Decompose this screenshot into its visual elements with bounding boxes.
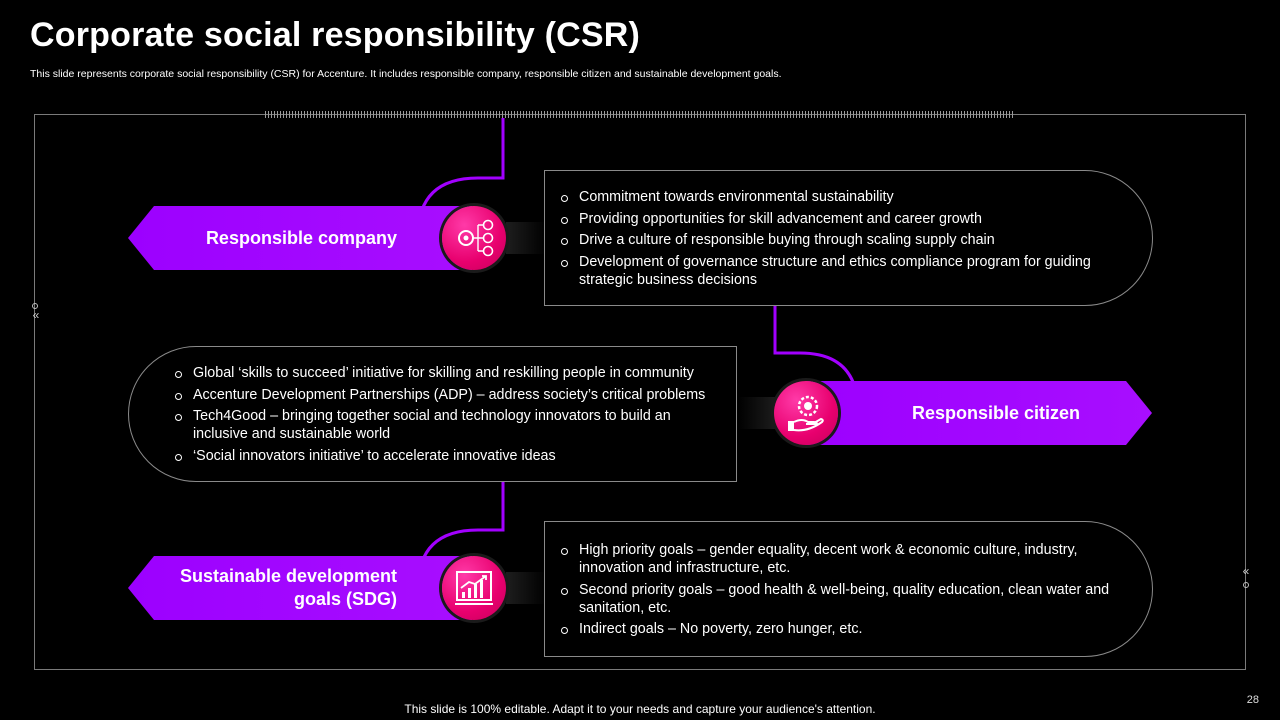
growth-chart-icon xyxy=(442,556,506,620)
banner-label: Sustainable development goals (SDG) xyxy=(180,565,397,611)
banner-responsible-company: Responsible company xyxy=(128,206,472,270)
page-number: 28 xyxy=(1246,694,1259,706)
banner-responsible-citizen: Responsible citizen xyxy=(806,381,1152,445)
shadow-bar-2 xyxy=(738,397,778,429)
list-item: Global ‘skills to succeed’ initiative fo… xyxy=(173,364,722,382)
bullet-list: High priority goals – gender equality, d… xyxy=(559,541,1112,638)
frame-hatch-decoration xyxy=(265,111,1015,118)
banner-label-line1: Sustainable development xyxy=(179,566,397,586)
list-item: ‘Social innovators initiative’ to accele… xyxy=(173,447,722,465)
list-item: Indirect goals – No poverty, zero hunger… xyxy=(559,620,1112,638)
list-item: Second priority goals – good health & we… xyxy=(559,581,1112,617)
banner-label-line2: goals (SDG) xyxy=(293,589,397,609)
list-item: Development of governance structure and … xyxy=(559,253,1112,289)
list-item: Drive a culture of responsible buying th… xyxy=(559,231,1112,249)
right-frame-dot xyxy=(1243,582,1249,588)
list-item: Commitment towards environmental sustain… xyxy=(559,188,1112,206)
list-item: Tech4Good – bringing together social and… xyxy=(173,407,722,443)
people-network-icon xyxy=(442,206,506,270)
slide-subtitle: This slide represents corporate social r… xyxy=(30,68,782,80)
left-chevron-icon: « xyxy=(32,308,40,322)
slide-title: Corporate social responsibility (CSR) xyxy=(30,16,641,54)
shadow-bar-3 xyxy=(506,572,546,604)
card-responsible-company: Commitment towards environmental sustain… xyxy=(544,170,1153,306)
right-chevron-icon: « xyxy=(1242,564,1250,578)
banner-label: Responsible citizen xyxy=(912,402,1081,423)
bullet-list: Global ‘skills to succeed’ initiative fo… xyxy=(173,364,722,465)
list-item: Providing opportunities for skill advanc… xyxy=(559,210,1112,228)
card-sdg: High priority goals – gender equality, d… xyxy=(544,521,1153,657)
list-item: Accenture Development Partnerships (ADP)… xyxy=(173,386,722,404)
banner-sdg: Sustainable development goals (SDG) xyxy=(128,556,472,620)
card-responsible-citizen: Global ‘skills to succeed’ initiative fo… xyxy=(128,346,737,482)
hand-gear-icon xyxy=(774,381,838,445)
left-frame-dot xyxy=(32,303,38,309)
banner-label: Responsible company xyxy=(205,227,397,248)
bullet-list: Commitment towards environmental sustain… xyxy=(559,188,1112,289)
shadow-bar-1 xyxy=(506,222,546,254)
list-item: High priority goals – gender equality, d… xyxy=(559,541,1112,577)
slide-footer: This slide is 100% editable. Adapt it to… xyxy=(404,702,876,716)
